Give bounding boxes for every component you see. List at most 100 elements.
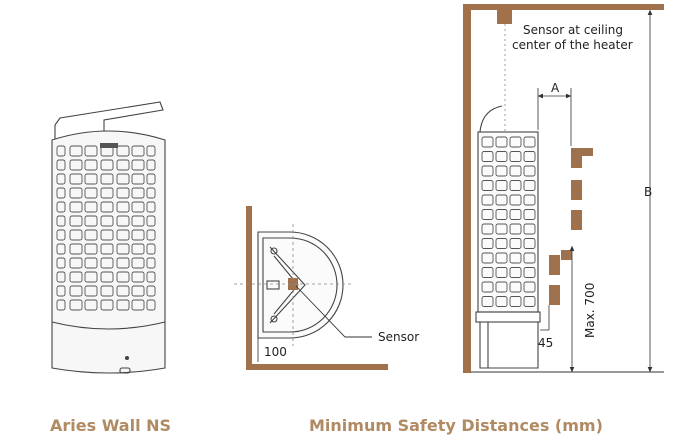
product-caption: Aries Wall NS	[50, 416, 172, 435]
side-stone-hole	[481, 296, 494, 307]
stone-hole	[56, 285, 66, 297]
stone-hole	[131, 201, 145, 213]
stone-hole	[84, 215, 98, 227]
side-stone-hole	[495, 165, 508, 177]
side-stone-hole	[523, 238, 536, 249]
side-stone-hole	[495, 180, 508, 191]
stone-hole	[131, 159, 145, 171]
side-stone-hole	[481, 180, 494, 191]
stone-hole	[84, 271, 98, 283]
side-stone-hole	[509, 180, 522, 191]
side-stone-hole	[481, 165, 494, 177]
stone-hole	[146, 159, 156, 171]
stone-hole	[69, 201, 83, 213]
stone-hole	[131, 187, 145, 199]
side-stone-hole	[523, 267, 536, 278]
stone-hole	[100, 229, 114, 241]
side-stone-hole	[523, 209, 536, 220]
side-stone-hole	[495, 194, 508, 206]
stone-hole	[116, 243, 130, 255]
side-stone-hole	[509, 136, 522, 148]
stone-hole	[56, 173, 66, 185]
side-stone-hole	[509, 223, 522, 235]
stone-hole	[100, 285, 114, 297]
stone-hole	[146, 173, 156, 185]
dim-45-label: 45	[538, 336, 553, 350]
stone-hole	[100, 201, 114, 213]
side-stone-hole	[495, 223, 508, 235]
stone-hole	[146, 271, 156, 283]
side-stone-hole	[481, 209, 494, 220]
side-stone-hole	[509, 194, 522, 206]
side-stone-hole	[495, 252, 508, 264]
sensor-note-line1: Sensor at ceiling	[523, 23, 623, 37]
side-stone-hole	[523, 151, 536, 162]
stone-hole	[56, 229, 66, 241]
stone-hole	[84, 201, 98, 213]
stone-hole	[146, 229, 156, 241]
stone-hole	[131, 243, 145, 255]
stone-hole	[146, 187, 156, 199]
side-heater-stone-grid	[481, 136, 536, 307]
safety-caption: Minimum Safety Distances (mm)	[309, 416, 603, 435]
side-stone-hole	[523, 223, 536, 235]
stone-hole	[69, 229, 83, 241]
side-stone-hole	[509, 151, 522, 162]
side-stone-hole	[523, 252, 536, 264]
stone-hole	[84, 159, 98, 171]
stone-hole	[116, 229, 130, 241]
side-stone-hole	[481, 238, 494, 249]
sensor-note-line2: center of the heater	[512, 38, 633, 52]
stone-hole	[116, 271, 130, 283]
side-stone-hole	[509, 252, 522, 264]
side-stone-hole	[495, 151, 508, 162]
stone-hole	[69, 215, 83, 227]
stone-hole	[116, 159, 130, 171]
stone-hole	[69, 173, 83, 185]
stone-hole	[131, 215, 145, 227]
stone-hole	[84, 285, 98, 297]
stone-hole	[69, 159, 83, 171]
dim-max700-label: Max. 700	[583, 283, 597, 338]
stone-hole	[116, 257, 130, 269]
stone-hole	[146, 299, 156, 311]
stone-hole	[116, 285, 130, 297]
stone-hole	[56, 271, 66, 283]
stone-hole	[100, 159, 114, 171]
stone-hole	[69, 187, 83, 199]
stone-hole	[131, 271, 145, 283]
stone-hole	[84, 243, 98, 255]
stone-hole	[84, 145, 98, 157]
stone-hole	[56, 187, 66, 199]
stone-hole	[84, 299, 98, 311]
stone-hole	[100, 173, 114, 185]
stone-hole	[146, 215, 156, 227]
stone-hole	[131, 257, 145, 269]
stone-hole	[100, 187, 114, 199]
stone-hole	[84, 257, 98, 269]
side-stone-hole	[523, 281, 536, 293]
stone-hole	[146, 145, 156, 157]
side-stone-hole	[509, 281, 522, 293]
stone-hole	[100, 299, 114, 311]
stone-hole	[84, 187, 98, 199]
side-view-wood-blocks	[549, 148, 593, 305]
stone-hole	[116, 145, 130, 157]
side-stone-hole	[523, 136, 536, 148]
stone-hole	[146, 257, 156, 269]
stone-hole	[100, 257, 114, 269]
side-stone-hole	[509, 238, 522, 249]
heater-stone-grid	[56, 145, 156, 311]
side-stone-hole	[495, 281, 508, 293]
top-view-sensor-label: Sensor	[378, 330, 419, 344]
side-stone-hole	[495, 296, 508, 307]
side-stone-hole	[481, 194, 494, 206]
side-view-sensor	[497, 10, 512, 24]
stone-hole	[69, 285, 83, 297]
stone-hole	[131, 145, 145, 157]
stone-hole	[131, 285, 145, 297]
stone-hole	[116, 173, 130, 185]
heater-illustration	[51, 101, 166, 374]
stone-hole	[69, 145, 83, 157]
